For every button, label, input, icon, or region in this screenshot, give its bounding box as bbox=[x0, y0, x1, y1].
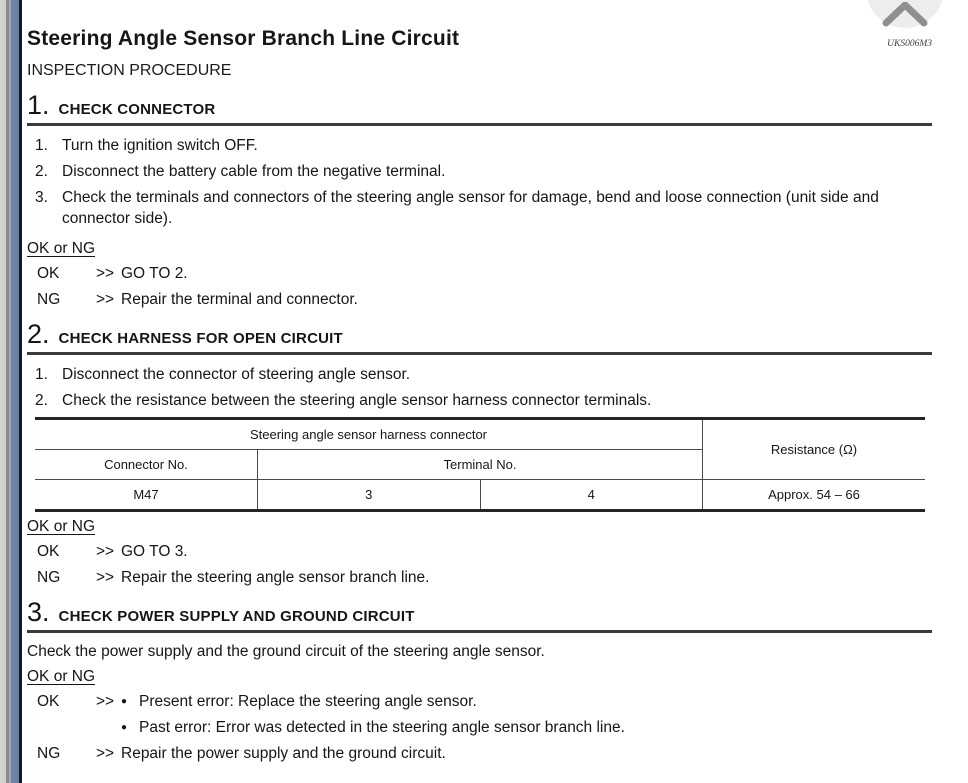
result-label: OK bbox=[37, 693, 60, 710]
result-row: NG >> Repair the power supply and the gr… bbox=[27, 743, 932, 764]
result-row: ● Past error: Error was detected in the … bbox=[27, 717, 932, 738]
result-row: NG >> Repair the steering angle sensor b… bbox=[27, 567, 932, 588]
result-row: OK >> ● Present error: Replace the steer… bbox=[27, 691, 932, 712]
ok-or-ng-label: OK or NG bbox=[27, 240, 96, 257]
result-label: NG bbox=[37, 745, 61, 762]
step-text: Turn the ignition switch OFF. bbox=[62, 137, 258, 154]
step-item: 2. Check the resistance between the stee… bbox=[27, 390, 932, 411]
table-group-header: Steering angle sensor harness connector bbox=[34, 418, 703, 450]
section-intro: Check the power supply and the ground ci… bbox=[27, 643, 545, 660]
step-item: 2. Disconnect the battery cable from the… bbox=[27, 161, 932, 182]
title-row: Steering Angle Sensor Branch Line Circui… bbox=[27, 26, 932, 52]
bullet-icon: ● bbox=[121, 696, 128, 707]
result-text: Repair the steering angle sensor branch … bbox=[121, 569, 430, 586]
result-arrow: >> bbox=[96, 569, 115, 586]
step-text: Disconnect the connector of steering ang… bbox=[62, 366, 411, 383]
step-item: 1. Disconnect the connector of steering … bbox=[27, 364, 932, 385]
result-text: Present error: Replace the steering angl… bbox=[139, 693, 477, 710]
result-label: NG bbox=[37, 569, 61, 586]
result-arrow: >> bbox=[96, 291, 115, 308]
cell-resistance-value: Approx. 54 – 66 bbox=[702, 479, 926, 511]
step-text: Disconnect the battery cable from the ne… bbox=[62, 163, 446, 180]
result-row: OK >> GO TO 3. bbox=[27, 541, 932, 562]
result-row: OK >> GO TO 2. bbox=[27, 263, 932, 284]
step-list: 1. Disconnect the connector of steering … bbox=[27, 364, 932, 411]
window-border-right bbox=[938, 0, 968, 783]
ok-or-ng-label: OK or NG bbox=[27, 518, 96, 535]
result-text: Repair the terminal and connector. bbox=[121, 291, 358, 308]
section-2: 2. CHECK HARNESS FOR OPEN CIRCUIT 1. Dis… bbox=[27, 319, 932, 588]
result-label: OK bbox=[37, 543, 60, 560]
section-3-heading: 3. CHECK POWER SUPPLY AND GROUND CIRCUIT bbox=[27, 597, 932, 627]
step-item: 1. Turn the ignition switch OFF. bbox=[27, 135, 932, 156]
result-text: Past error: Error was detected in the st… bbox=[139, 719, 625, 736]
section-title: CHECK HARNESS FOR OPEN CIRCUIT bbox=[58, 330, 343, 347]
section-number: 2. bbox=[27, 319, 50, 349]
section-title: CHECK POWER SUPPLY AND GROUND CIRCUIT bbox=[58, 608, 415, 625]
harness-connector-table: Steering angle sensor harness connector … bbox=[34, 417, 926, 512]
step-number: 1. bbox=[35, 137, 48, 154]
result-arrow bbox=[96, 717, 121, 738]
section-3: 3. CHECK POWER SUPPLY AND GROUND CIRCUIT… bbox=[27, 597, 932, 764]
result-list: OK >> GO TO 2. NG >> Repair the terminal… bbox=[27, 263, 932, 310]
result-row: NG >> Repair the terminal and connector. bbox=[27, 289, 932, 310]
section-2-heading: 2. CHECK HARNESS FOR OPEN CIRCUIT bbox=[27, 319, 932, 349]
section-1-heading: 1. CHECK CONNECTOR bbox=[27, 90, 932, 120]
section-divider bbox=[27, 630, 932, 633]
result-arrow: >> bbox=[96, 693, 115, 710]
cell-terminal-a: 3 bbox=[257, 479, 481, 511]
result-text: Repair the power supply and the ground c… bbox=[121, 745, 446, 762]
section-divider bbox=[27, 352, 932, 355]
section-number: 3. bbox=[27, 597, 50, 627]
col-connector-no: Connector No. bbox=[34, 449, 258, 480]
result-arrow: >> bbox=[96, 265, 115, 282]
result-list: OK >> GO TO 3. NG >> Repair the steering… bbox=[27, 541, 932, 588]
window-border-left bbox=[0, 0, 22, 783]
document-panel: Steering Angle Sensor Branch Line Circui… bbox=[22, 0, 938, 783]
inspection-procedure-label: INSPECTION PROCEDURE bbox=[27, 62, 232, 79]
col-resistance: Resistance (Ω) bbox=[702, 418, 926, 480]
step-number: 2. bbox=[35, 392, 48, 409]
bullet-icon: ● bbox=[121, 722, 128, 733]
step-number: 3. bbox=[35, 189, 48, 206]
step-number: 2. bbox=[35, 163, 48, 180]
step-number: 1. bbox=[35, 366, 48, 383]
step-item: 3. Check the terminals and connectors of… bbox=[27, 187, 932, 229]
section-number: 1. bbox=[27, 90, 50, 120]
section-title: CHECK CONNECTOR bbox=[58, 101, 216, 118]
page-title: Steering Angle Sensor Branch Line Circui… bbox=[27, 27, 460, 50]
result-arrow: >> bbox=[96, 543, 115, 560]
result-text: GO TO 2. bbox=[121, 265, 188, 282]
result-text: GO TO 3. bbox=[121, 543, 188, 560]
close-icon bbox=[882, 2, 928, 27]
step-list: 1. Turn the ignition switch OFF. 2. Disc… bbox=[27, 135, 932, 229]
ok-or-ng-label: OK or NG bbox=[27, 668, 96, 685]
cell-connector-value: M47 bbox=[34, 479, 258, 511]
step-text: Check the resistance between the steerin… bbox=[62, 392, 652, 409]
doc-code: UKS006M3 bbox=[887, 39, 932, 49]
result-label bbox=[27, 717, 96, 738]
step-text: Check the terminals and connectors of th… bbox=[62, 189, 879, 227]
section-divider bbox=[27, 123, 932, 126]
result-arrow: >> bbox=[96, 745, 115, 762]
col-terminal-no: Terminal No. bbox=[257, 449, 703, 480]
result-list: OK >> ● Present error: Replace the steer… bbox=[27, 691, 932, 764]
section-1: 1. CHECK CONNECTOR 1. Turn the ignition … bbox=[27, 90, 932, 310]
cell-terminal-b: 4 bbox=[479, 479, 703, 511]
result-label: OK bbox=[37, 265, 60, 282]
result-label: NG bbox=[37, 291, 61, 308]
